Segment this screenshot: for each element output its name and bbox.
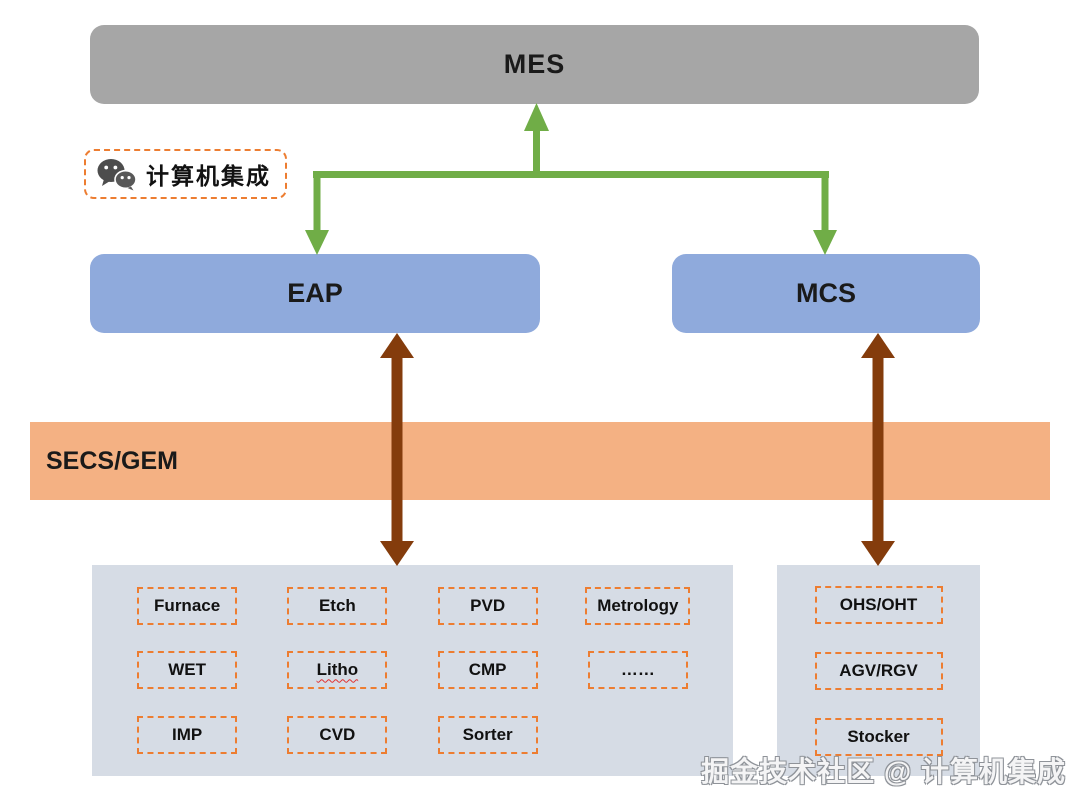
secs-gem-label: SECS/GEM (46, 446, 178, 475)
equipment-box-metrology: Metrology (585, 586, 691, 625)
arrowhead-up-to-eap (380, 333, 414, 358)
arrowhead-down-to-mcs (813, 230, 837, 255)
transport-label: OHS/OHT (839, 594, 918, 614)
equipment-label: Metrology (597, 595, 679, 615)
equipment-label: IMP (172, 725, 203, 745)
equipment-box-cvd: CVD (287, 716, 388, 755)
mes-label: MES (503, 49, 566, 79)
transport-label: AGV/RGV (839, 660, 918, 680)
equipment-label: Sorter (462, 725, 513, 745)
equipment-box-pvd: PVD (437, 586, 538, 625)
equipment-label: Furnace (154, 595, 221, 615)
watermark: 掘金技术社区 @ 计算机集成 (701, 756, 1066, 787)
mes-eap-mcs-connector (305, 103, 837, 255)
transport-box-agv-rgv: AGV/RGV (814, 651, 943, 690)
equipment-label: PVD (470, 595, 506, 615)
equipment-label: CVD (319, 725, 356, 745)
mcs-label: MCS (796, 278, 856, 308)
equipment-panel: Furnace Etch PVD Metrology WET Litho CMP… (92, 565, 733, 776)
eap-label: EAP (287, 278, 343, 308)
equipment-box-litho: Litho (287, 651, 388, 690)
equipment-box-ellipsis: …… (587, 651, 688, 690)
equipment-box-imp: IMP (137, 716, 238, 755)
equipment-label: CMP (468, 660, 507, 680)
mcs-node: MCS (672, 254, 980, 333)
wechat-badge-label: 计算机集成 (146, 163, 271, 190)
eap-node: EAP (90, 254, 540, 333)
transport-box-ohs-oht: OHS/OHT (814, 585, 943, 624)
equipment-box-cmp: CMP (437, 651, 538, 690)
equipment-label: Litho (316, 660, 359, 680)
equipment-box-wet: WET (137, 651, 238, 690)
arrowhead-down-to-equipment (380, 541, 414, 566)
arrowhead-up-to-mes (524, 103, 549, 131)
equipment-box-furnace: Furnace (137, 586, 238, 625)
equipment-label: WET (168, 660, 207, 680)
equipment-box-sorter: Sorter (437, 716, 538, 755)
arrowhead-down-to-eap (305, 230, 329, 255)
equipment-label: Etch (318, 595, 356, 615)
equipment-box-etch: Etch (287, 586, 388, 625)
mes-node: MES (90, 25, 979, 104)
transport-box-stocker: Stocker (814, 717, 943, 756)
arrowhead-up-to-mcs (861, 333, 895, 358)
equipment-label: …… (620, 660, 655, 680)
wechat-icon (96, 157, 138, 191)
wechat-badge: 计算机集成 (84, 149, 287, 199)
transport-label: Stocker (847, 726, 910, 746)
secs-gem-band: SECS/GEM (30, 422, 1050, 500)
arrowhead-down-to-transport (861, 541, 895, 566)
transport-panel: OHS/OHT AGV/RGV Stocker (777, 565, 980, 776)
